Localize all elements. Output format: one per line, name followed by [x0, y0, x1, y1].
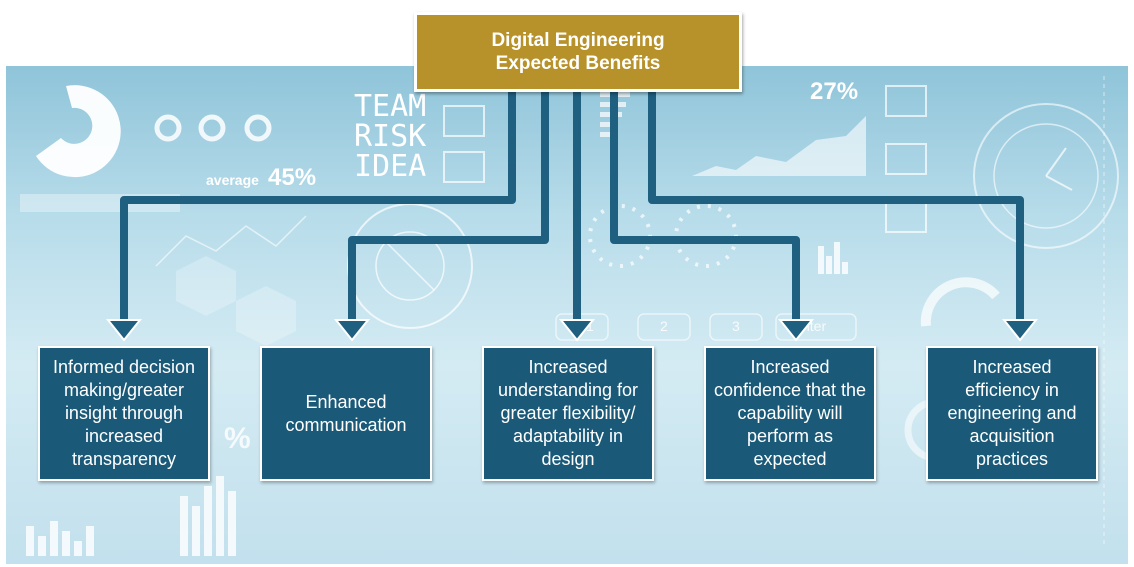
keypad-key-2: 2 — [660, 318, 668, 334]
benefit-box-5: Increased efficiency in engineering and … — [926, 346, 1098, 481]
arrowhead-4 — [777, 319, 815, 342]
tech-background: TEAM RISK IDEA average 45% 27% % 1 2 3 n… — [6, 66, 1128, 564]
benefit-line: greater flexibility/ — [500, 403, 636, 423]
arrowhead-1 — [105, 319, 143, 342]
stat-average-value: 45% — [268, 164, 317, 191]
arrowhead-3 — [558, 319, 596, 342]
benefit-line: understanding for — [497, 380, 639, 400]
benefit-line: insight through — [64, 403, 184, 423]
partial-percent: % — [224, 422, 251, 455]
benefit-line: Increased — [528, 357, 608, 377]
title-line-2: Expected Benefits — [495, 53, 661, 74]
benefit-box-1: Informed decision making/greater insight… — [38, 346, 210, 481]
stat-top-value: 27% — [810, 78, 859, 105]
benefit-line: practices — [975, 449, 1049, 469]
benefit-text: Increased efficiency in engineering and … — [947, 356, 1076, 471]
benefit-text: Increased understanding for greater flex… — [498, 356, 638, 471]
benefit-line: Enhanced — [305, 391, 387, 412]
arrowhead-5 — [1001, 319, 1039, 342]
benefit-line: design — [541, 449, 595, 469]
benefit-line: communication — [285, 414, 407, 435]
stat-average-label: average — [206, 172, 259, 188]
benefit-line: efficiency in — [965, 380, 1059, 400]
connector-2 — [348, 86, 549, 326]
benefit-line: confidence that the — [713, 380, 867, 400]
connector-1 — [120, 86, 516, 326]
title-line-1: Digital Engineering — [491, 30, 665, 51]
benefit-box-3: Increased understanding for greater flex… — [482, 346, 654, 481]
benefit-text: Informed decision making/greater insight… — [53, 356, 195, 471]
benefit-line: adaptability in — [512, 426, 624, 446]
benefit-line: Increased — [972, 357, 1052, 377]
benefit-line: capability will — [737, 403, 843, 423]
connector-5 — [648, 86, 1024, 326]
arrowhead-2 — [333, 319, 371, 342]
benefit-line: transparency — [71, 449, 177, 469]
bg-word-risk: RISK — [354, 119, 427, 154]
benefit-line: Informed decision — [52, 357, 196, 377]
benefit-text: Enhanced communication — [285, 391, 406, 437]
benefit-line: making/greater — [63, 380, 185, 400]
benefit-box-2: Enhanced communication — [260, 346, 432, 481]
benefit-line: acquisition — [969, 426, 1055, 446]
keypad-key-1: 1 — [586, 318, 594, 334]
bg-word-team: TEAM — [354, 89, 427, 124]
keypad-key-3: 3 — [732, 318, 740, 334]
benefit-line: Increased — [750, 357, 830, 377]
benefit-line: increased — [84, 426, 164, 446]
benefit-line: expected — [753, 449, 827, 469]
connector-4 — [610, 86, 800, 326]
benefit-box-4: Increased confidence that the capability… — [704, 346, 876, 481]
benefit-text: Increased confidence that the capability… — [714, 356, 866, 471]
benefit-line: engineering and — [947, 403, 1077, 423]
bg-word-idea: IDEA — [354, 149, 427, 184]
benefit-line: perform as — [746, 426, 834, 446]
title-box: Digital Engineering Expected Benefits — [414, 12, 742, 92]
